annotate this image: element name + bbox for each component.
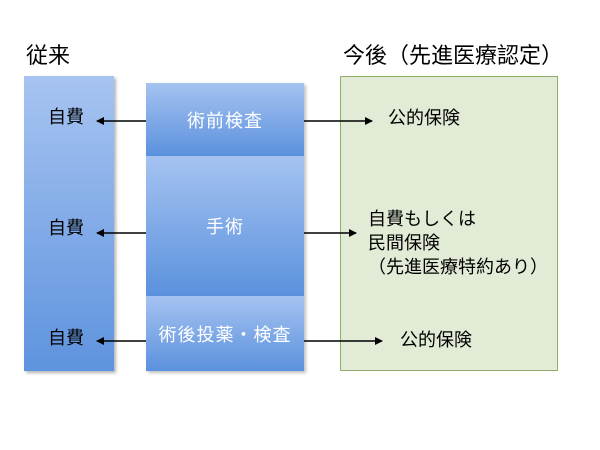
before-preop-label: 自費 [48, 107, 84, 128]
after-postop-label: 公的保険 [400, 330, 472, 351]
after-column [340, 76, 558, 371]
after-surgery-label: 自費もしくは 民間保険 （先進医療特約あり） [368, 208, 548, 280]
step-postop-medication-exam: 術後投薬・検査 [146, 296, 304, 371]
after-surgery-line-2: 民間保険 [368, 233, 440, 254]
before-surgery-label: 自費 [48, 218, 84, 239]
heading-before: 従来 [26, 44, 71, 69]
after-surgery-line-1: 自費もしくは [368, 209, 476, 230]
step-preop-exam: 術前検査 [146, 83, 304, 156]
step-surgery: 手術 [146, 156, 304, 296]
after-preop-label: 公的保険 [388, 108, 460, 129]
step-preop-exam-label: 術前検査 [187, 110, 263, 132]
after-surgery-line-3: （先進医療特約あり） [368, 257, 548, 278]
heading-after: 今後（先進医療認定） [343, 44, 564, 69]
before-column [24, 76, 114, 371]
step-postop-label: 術後投薬・検査 [158, 324, 292, 346]
before-postop-label: 自費 [48, 328, 84, 349]
step-surgery-label: 手術 [206, 217, 244, 238]
